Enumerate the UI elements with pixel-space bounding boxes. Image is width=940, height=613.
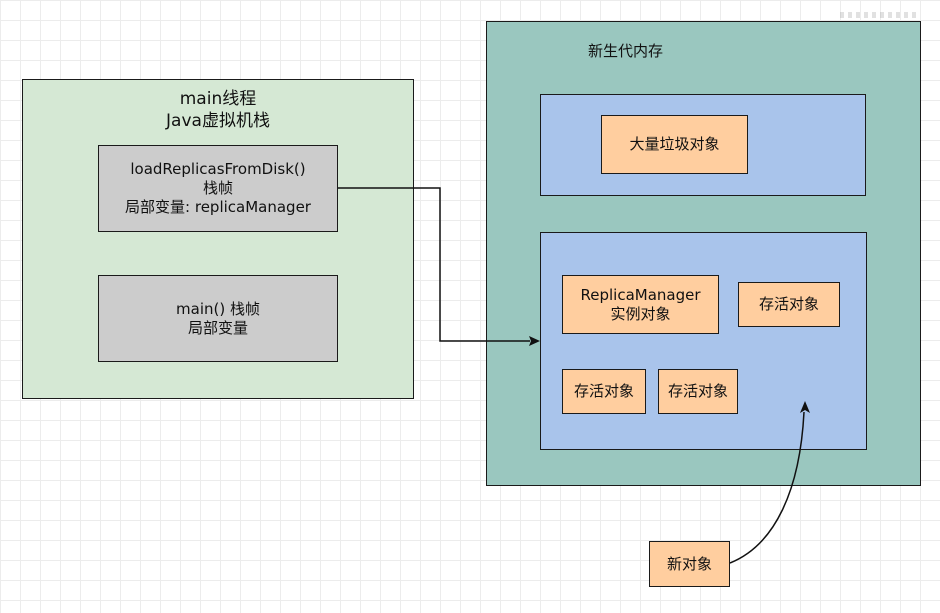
allocation-arrow bbox=[729, 411, 805, 564]
reference-arrowhead bbox=[529, 336, 540, 346]
replica-manager-instance[interactable]: ReplicaManager 实例对象 bbox=[562, 275, 719, 334]
surviving-object[interactable]: 存活对象 bbox=[738, 282, 840, 327]
new-object-label: 新对象 bbox=[666, 554, 712, 573]
surviving-object[interactable]: 存活对象 bbox=[562, 369, 646, 414]
frame-local-var: 局部变量: replicaManager bbox=[125, 198, 311, 216]
frame-label: 栈帧 bbox=[202, 179, 233, 197]
surviving-object-label: 存活对象 bbox=[573, 382, 634, 400]
surviving-object-label: 存活对象 bbox=[667, 382, 728, 400]
surviving-object-label: 存活对象 bbox=[758, 295, 819, 313]
stack-frame-load-replicas[interactable]: loadReplicasFromDisk() 栈帧 局部变量: replicaM… bbox=[98, 145, 338, 232]
thread-name: main线程 bbox=[179, 89, 257, 109]
stack-name: Java虚拟机栈 bbox=[166, 111, 270, 131]
new-object[interactable]: 新对象 bbox=[649, 541, 730, 587]
garbage-objects[interactable]: 大量垃圾对象 bbox=[601, 115, 748, 174]
stack-frame-main[interactable]: main() 栈帧 局部变量 bbox=[98, 275, 338, 362]
replica-manager-class: ReplicaManager bbox=[580, 285, 701, 304]
allocation-arrowhead bbox=[800, 401, 810, 413]
jvm-stack-title: main线程 Java虚拟机栈 bbox=[22, 88, 414, 132]
frame-method: loadReplicasFromDisk() bbox=[130, 160, 306, 178]
replica-manager-kind: 实例对象 bbox=[610, 304, 671, 323]
young-gen-label: 新生代内存 bbox=[588, 42, 664, 60]
frame-method: main() 栈帧 bbox=[176, 299, 260, 318]
reference-arrow bbox=[338, 187, 530, 342]
faint-corner-artifact bbox=[840, 12, 920, 18]
garbage-objects-label: 大量垃圾对象 bbox=[629, 135, 720, 153]
frame-local-var: 局部变量 bbox=[187, 318, 248, 337]
surviving-object[interactable]: 存活对象 bbox=[658, 369, 738, 414]
